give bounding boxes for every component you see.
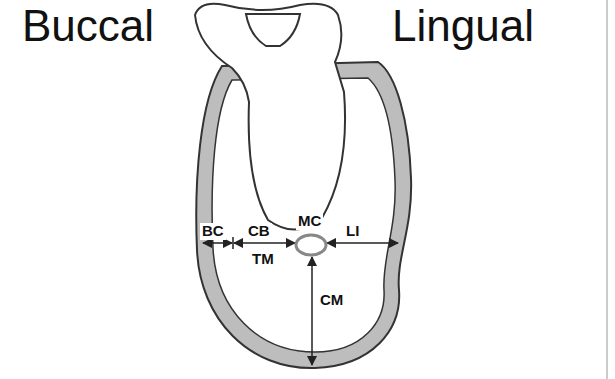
li-dimension [327, 242, 398, 244]
tooth [195, 4, 345, 230]
pulp-chamber [246, 14, 300, 46]
mandibular-canal [296, 235, 326, 255]
dimension-label: CM [318, 292, 345, 309]
dimension-label: BC [200, 223, 226, 240]
dimension-label: CB [246, 223, 272, 240]
dimension-label: LI [344, 223, 361, 240]
side-title: Buccal [22, 2, 154, 50]
bc-dimension [203, 242, 232, 244]
cm-dimension [311, 257, 313, 365]
canal-label: MC [296, 213, 323, 230]
frame-line [607, 0, 608, 379]
side-title: Lingual [392, 2, 534, 50]
dimension-tick [232, 237, 234, 249]
cb-dimension [234, 242, 295, 244]
dimension-label: TM [250, 251, 276, 268]
